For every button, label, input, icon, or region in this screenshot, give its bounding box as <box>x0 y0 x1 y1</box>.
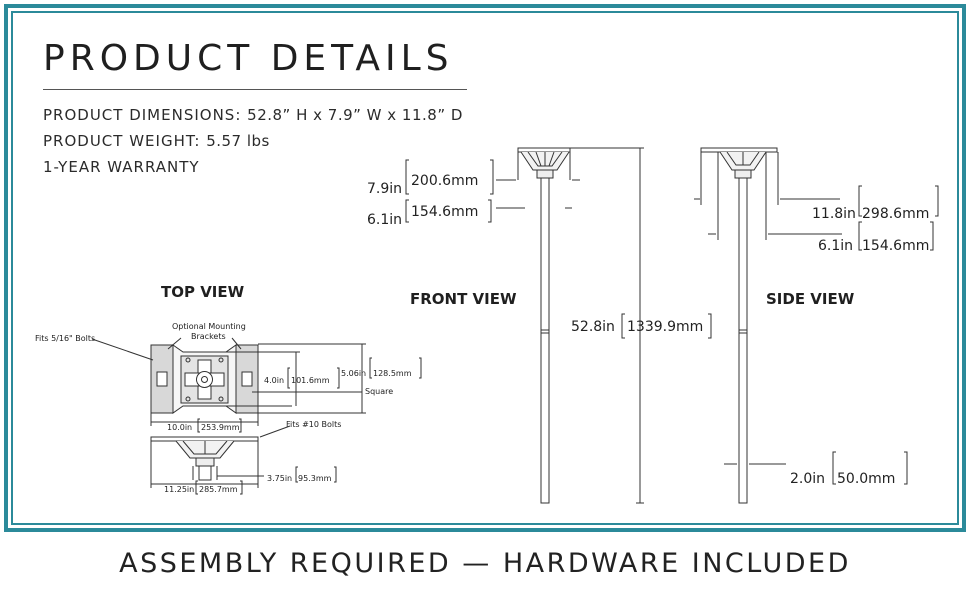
top-view-label: TOP VIEW <box>161 283 245 301</box>
spec-weight-value: 5.57 lbs <box>206 132 270 150</box>
top-inner-mm: 101.6mm <box>291 376 330 385</box>
side-pole-in: 2.0in <box>790 471 825 487</box>
top-outer-in: 5.06in <box>341 369 366 378</box>
top-base-mm: 285.7mm <box>199 485 238 494</box>
outer-frame <box>4 4 966 532</box>
page-title: PRODUCT DETAILS <box>43 38 454 79</box>
side-pole-mm: 50.0mm <box>837 471 895 487</box>
top-base-in: 11.25in <box>164 485 194 494</box>
spec-weight-label: PRODUCT WEIGHT: <box>43 132 201 150</box>
inner-frame <box>11 11 959 525</box>
top-view-plate-drawing <box>91 337 366 426</box>
front-neck-mm: 154.6mm <box>411 204 478 220</box>
top-view-profile-drawing <box>150 425 291 488</box>
top-width-in: 10.0in <box>167 423 192 432</box>
side-depth-in: 11.8in <box>812 206 856 222</box>
top-brackets-label-2: Brackets <box>191 332 226 341</box>
spec-warranty: 1-YEAR WARRANTY <box>43 158 200 176</box>
front-height-mm: 1339.9mm <box>627 319 703 335</box>
side-view-label: SIDE VIEW <box>766 290 855 308</box>
spec-weight: PRODUCT WEIGHT: 5.57 lbs <box>43 132 270 150</box>
top-square-label: Square <box>365 387 393 396</box>
top-small-bolts-label: Fits #10 Bolts <box>286 420 341 429</box>
front-width-in: 7.9in <box>367 181 402 197</box>
top-collar-in: 3.75in <box>267 474 292 483</box>
side-depth-mm: 298.6mm <box>862 206 929 222</box>
side-neck-in: 6.1in <box>818 238 853 254</box>
front-neck-in: 6.1in <box>367 212 402 228</box>
spec-dimensions: PRODUCT DIMENSIONS: 52.8” H x 7.9” W x 1… <box>43 106 463 124</box>
side-neck-mm: 154.6mm <box>862 238 929 254</box>
top-bolts-label: Fits 5/16" Bolts <box>35 334 95 343</box>
title-underline <box>43 89 467 90</box>
side-view-drawing <box>694 147 842 504</box>
front-view-label: FRONT VIEW <box>410 290 517 308</box>
top-brackets-label-1: Optional Mounting <box>172 322 246 331</box>
spec-dimensions-label: PRODUCT DIMENSIONS: <box>43 106 242 124</box>
top-width-mm: 253.9mm <box>201 423 240 432</box>
top-inner-in: 4.0in <box>264 376 284 385</box>
top-outer-mm: 128.5mm <box>373 369 412 378</box>
footer-note: ASSEMBLY REQUIRED — HARDWARE INCLUDED <box>119 548 851 579</box>
front-height-in: 52.8in <box>571 319 615 335</box>
front-width-mm: 200.6mm <box>411 173 478 189</box>
spec-dimensions-value: 52.8” H x 7.9” W x 11.8” D <box>247 106 463 124</box>
top-collar-mm: 95.3mm <box>298 474 332 483</box>
front-view-drawing <box>496 147 644 504</box>
